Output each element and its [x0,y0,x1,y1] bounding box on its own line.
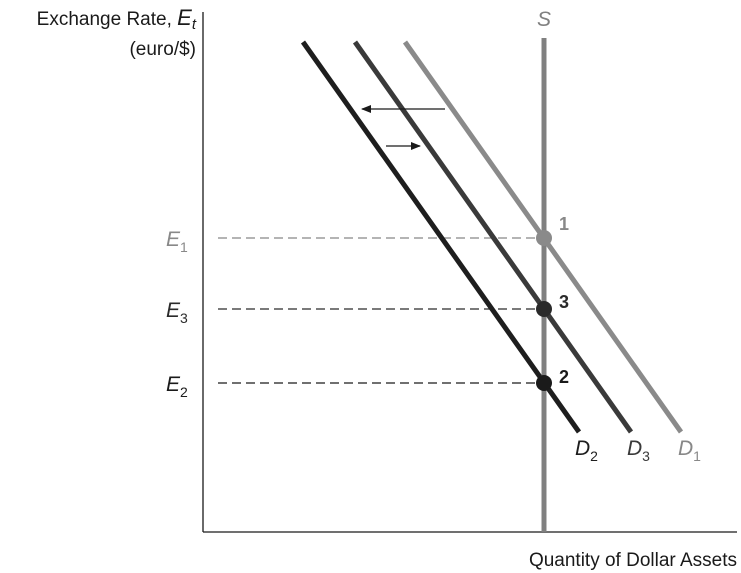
supply-label: S [537,8,551,31]
demand-label-d1-var: D [678,437,693,460]
rate-label-e3-sub: 3 [180,310,188,326]
demand-curve-d2 [300,40,582,434]
demand-label-d3: D3 [627,437,650,464]
y-axis-title-var: E [177,5,192,30]
rate-label-e2-var: E [166,373,181,396]
rate-label-e3: E3 [166,299,188,326]
rate-label-e2-sub: 2 [180,384,188,400]
equilibrium-point-3 [536,301,552,317]
rate-label-e3-var: E [166,299,181,322]
demand-label-d2: D2 [575,437,598,464]
equilibrium-label-1: 1 [559,214,569,234]
rate-label-e1-sub: 1 [180,239,188,255]
equilibrium-point-1 [536,230,552,246]
equilibrium-label-2: 2 [559,367,569,387]
equilibrium-label-3: 3 [559,292,569,312]
demand-label-d2-var: D [575,437,590,460]
y-axis-title-sub: t [192,16,197,33]
demand-label-d1: D1 [678,437,701,464]
rate-label-e1-var: E [166,228,181,251]
demand-label-d1-sub: 1 [693,448,701,464]
demand-label-d3-sub: 3 [642,448,650,464]
equilibrium-point-2 [536,375,552,391]
y-axis-title: Exchange Rate, Et [37,5,197,33]
rate-label-e1: E1 [166,228,188,255]
y-axis-unit: (euro/$) [129,39,196,60]
y-axis-title-text: Exchange Rate, [37,9,177,30]
rate-label-e2: E2 [166,373,188,400]
x-axis-title: Quantity of Dollar Assets [529,550,737,571]
demand-label-d3-var: D [627,437,642,460]
demand-curve-d3 [352,40,634,434]
demand-label-d2-sub: 2 [590,448,598,464]
